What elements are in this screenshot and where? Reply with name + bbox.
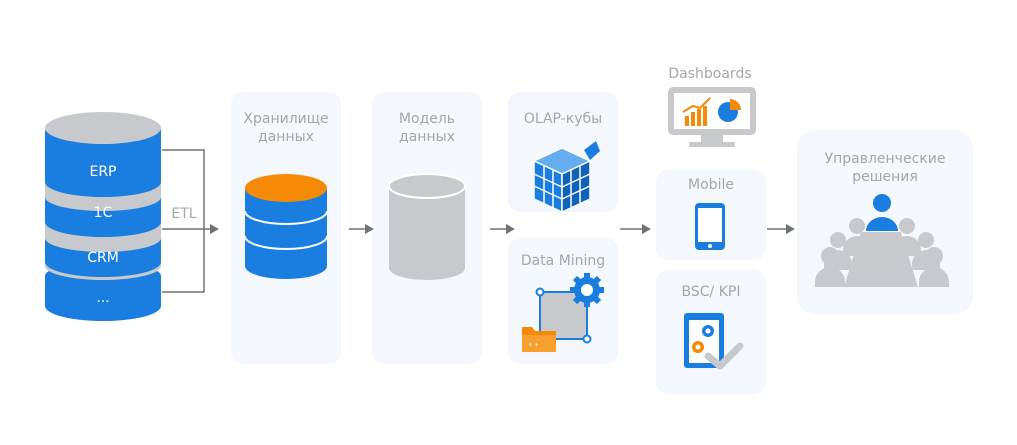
- source-1c: 1C: [93, 205, 113, 221]
- etl-label: ETL: [171, 206, 197, 222]
- mobile-label: Mobile: [688, 177, 734, 193]
- mining-label: Data Mining: [520, 253, 606, 269]
- source-crm: CRM: [87, 250, 119, 266]
- svg-text:• •: • •: [528, 341, 538, 349]
- model-label: Модель данных: [398, 111, 456, 145]
- source-more: ...: [96, 290, 110, 306]
- etl-bracket: [162, 149, 205, 293]
- dashboards-label: Dashboards: [668, 66, 752, 82]
- bsc-label: BSC/ KPI: [681, 284, 741, 300]
- source-erp: ERP: [89, 164, 117, 180]
- olap-label: OLAP-кубы: [523, 111, 603, 127]
- decisions-label: Управленческие решения: [824, 151, 946, 185]
- warehouse-label: Хранилище данных: [243, 111, 329, 145]
